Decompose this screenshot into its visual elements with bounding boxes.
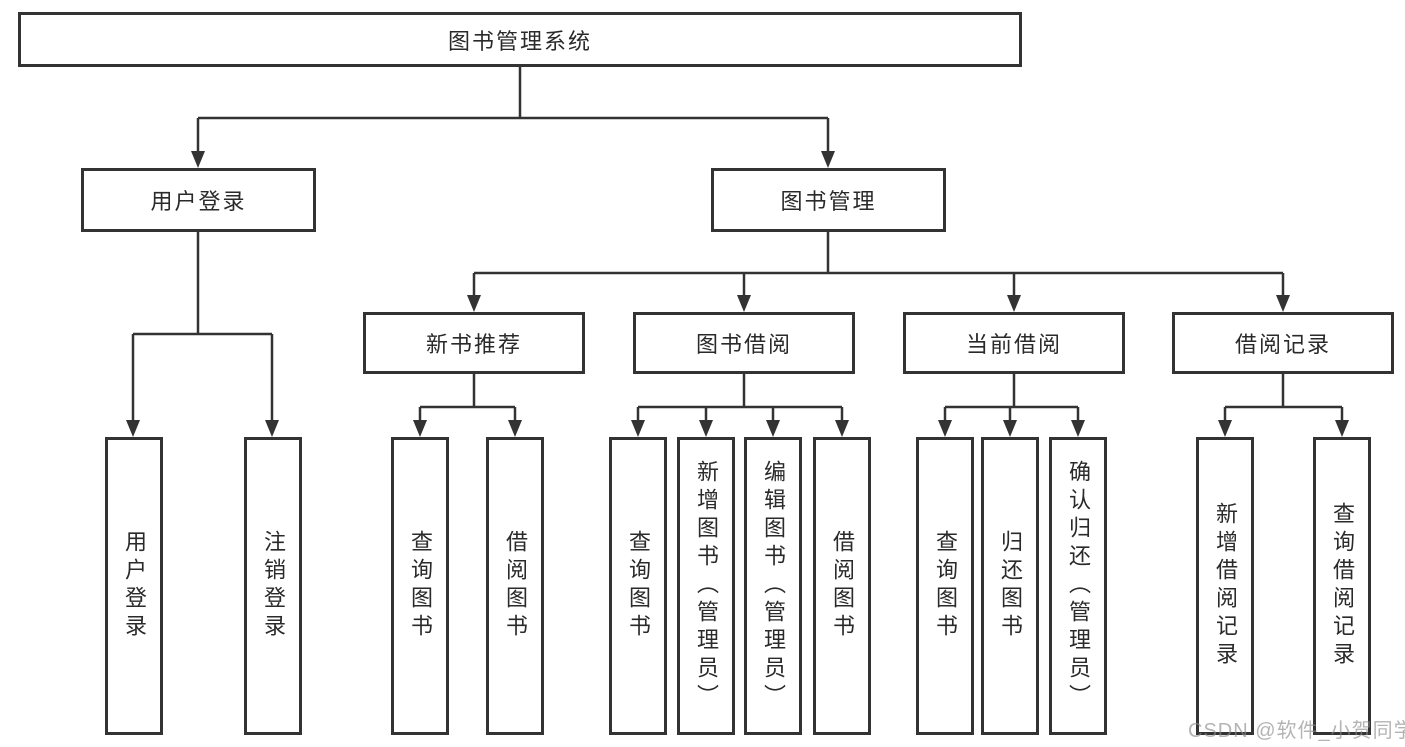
arrowhead-icon (265, 420, 279, 437)
arrowhead-icon (737, 295, 751, 312)
arrowheads (126, 151, 1349, 437)
arrowhead-icon (467, 295, 481, 312)
node-new-book-recommend: 新书推荐 (363, 312, 585, 374)
arrowhead-icon (126, 420, 140, 437)
csdn-watermark: CSDN @软件_小贺同学 (1188, 720, 1405, 742)
leaf-add-borrow-record: 新增借阅记录 (1196, 437, 1254, 735)
arrowhead-icon (821, 151, 835, 168)
connector-paths (131, 67, 1344, 424)
node-book-management-branch: 图书管理 (711, 168, 946, 232)
leaf-borrow-books-recommend: 借阅图书 (486, 437, 544, 735)
arrowhead-icon (508, 420, 522, 437)
node-book-borrowing: 图书借阅 (633, 312, 855, 374)
node-user-login-branch: 用户登录 (81, 168, 316, 232)
node-current-borrowing: 当前借阅 (903, 312, 1125, 374)
leaf-query-books-recommend: 查询图书 (391, 437, 449, 735)
leaf-query-books-borrowing: 查询图书 (609, 437, 667, 735)
leaf-add-book-admin: 新增图书（管理员） (677, 437, 735, 735)
leaf-borrow-books-borrowing: 借阅图书 (813, 437, 871, 735)
node-borrow-records: 借阅记录 (1172, 312, 1394, 374)
leaf-query-books-current: 查询图书 (916, 437, 974, 735)
leaf-edit-book-admin: 编辑图书（管理员） (744, 437, 802, 735)
arrowhead-icon (413, 420, 427, 437)
arrowhead-icon (631, 420, 645, 437)
arrowhead-icon (191, 151, 205, 168)
arrowhead-icon (1276, 295, 1290, 312)
leaf-logout: 注销登录 (244, 437, 302, 735)
arrowhead-icon (1007, 295, 1021, 312)
arrowhead-icon (1335, 420, 1349, 437)
node-library-management-system: 图书管理系统 (18, 12, 1022, 67)
leaf-confirm-return-admin: 确认归还（管理员） (1049, 437, 1107, 735)
arrowhead-icon (938, 420, 952, 437)
leaf-query-borrow-record: 查询借阅记录 (1313, 437, 1371, 735)
arrowhead-icon (699, 420, 713, 437)
arrowhead-icon (1071, 420, 1085, 437)
leaf-user-login: 用户登录 (105, 437, 163, 735)
arrowhead-icon (1003, 420, 1017, 437)
arrowhead-icon (1218, 420, 1232, 437)
leaf-return-book: 归还图书 (981, 437, 1039, 735)
arrowhead-icon (835, 420, 849, 437)
arrowhead-icon (766, 420, 780, 437)
